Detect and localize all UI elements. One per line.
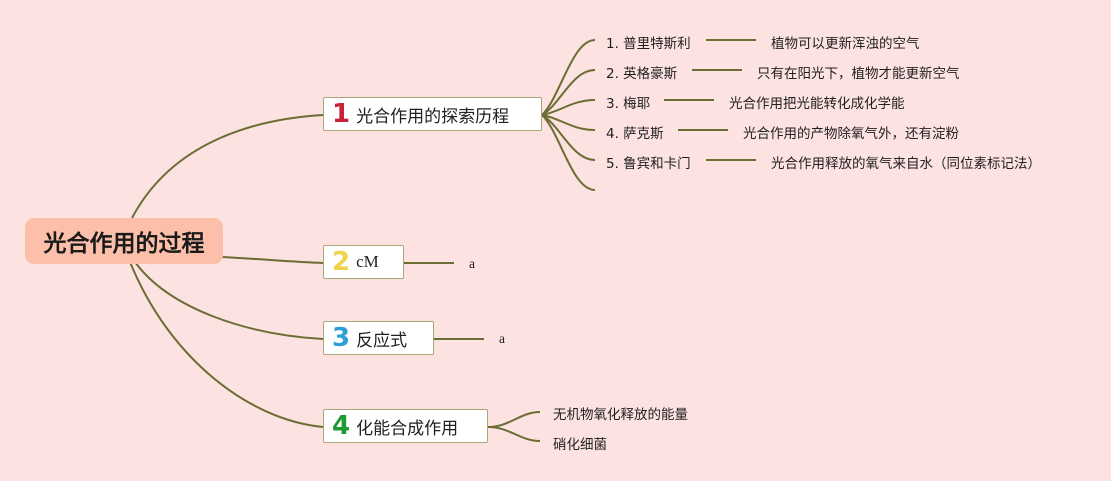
topic-2-node[interactable]: 2 cM <box>323 245 404 279</box>
history-item-4[interactable]: 4. 萨克斯 <box>606 126 664 142</box>
connector-t1-c4 <box>541 114 596 131</box>
topic-4-child-1[interactable]: 无机物氧化释放的能量 <box>553 407 688 423</box>
history-detail-3[interactable]: 光合作用把光能转化成化学能 <box>729 96 905 112</box>
history-item-1[interactable]: 1. 普里特斯利 <box>606 36 691 52</box>
topic-3-child-1[interactable]: a <box>499 331 505 346</box>
connector-root-topic-2 <box>221 256 324 264</box>
history-detail-4[interactable]: 光合作用的产物除氧气外，还有淀粉 <box>743 126 959 142</box>
topic-3-node[interactable]: 3 反应式 <box>323 321 434 355</box>
topic-4-child-2[interactable]: 硝化细菌 <box>553 437 607 453</box>
topic-1-node[interactable]: 1 光合作用的探索历程 <box>323 97 542 131</box>
connector-t1-c6 <box>541 114 596 191</box>
root-node[interactable]: 光合作用的过程 <box>25 218 223 264</box>
connector-t4-c2 <box>487 426 541 442</box>
connector-t1-c1 <box>541 39 596 116</box>
topic-1-label: 光合作用的探索历程 <box>356 106 510 127</box>
history-detail-1[interactable]: 植物可以更新浑浊的空气 <box>771 36 920 52</box>
number-2-icon: 2 <box>332 247 351 277</box>
number-3-icon: 3 <box>332 323 351 353</box>
connectors <box>129 39 756 442</box>
connector-root-topic-3 <box>134 261 324 340</box>
connector-t4-c1 <box>487 411 541 428</box>
connector-t1-c3 <box>541 99 596 116</box>
topic-3-label: 反应式 <box>356 330 408 351</box>
history-detail-5[interactable]: 光合作用释放的氧气来自水（同位素标记法） <box>771 156 1041 172</box>
history-item-3[interactable]: 3. 梅耶 <box>606 96 651 112</box>
connector-root-topic-4 <box>129 261 324 428</box>
history-detail-2[interactable]: 只有在阳光下，植物才能更新空气 <box>757 66 960 82</box>
history-item-2[interactable]: 2. 英格豪斯 <box>606 66 678 82</box>
number-4-icon: 4 <box>332 411 351 441</box>
topic-2-child-1[interactable]: a <box>469 256 475 271</box>
number-1-icon: 1 <box>332 99 351 129</box>
history-item-5[interactable]: 5. 鲁宾和卡门 <box>606 156 691 172</box>
connector-t1-c2 <box>541 69 596 116</box>
connector-t1-c5 <box>541 114 596 161</box>
connector-root-topic-1 <box>131 114 324 219</box>
topic-4-node[interactable]: 4 化能合成作用 <box>323 409 488 443</box>
topic-4-label: 化能合成作用 <box>356 418 459 439</box>
root-label: 光合作用的过程 <box>43 231 205 257</box>
topic-2-label: cM <box>356 252 379 271</box>
